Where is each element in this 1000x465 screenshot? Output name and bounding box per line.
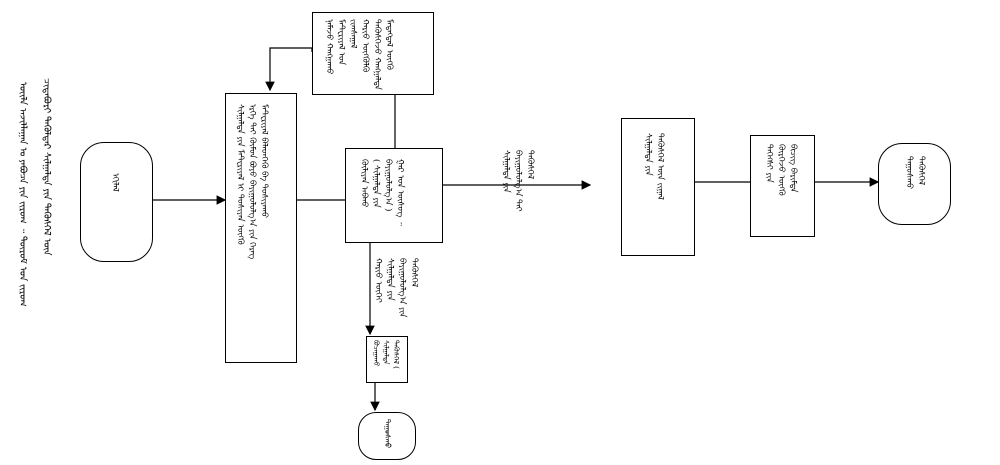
- edge-label-rejected: ᠬᠠᠷᠢᠤ ᠦᠭᠡᠢ ᠰᠢᠯᠭᠠᠯᠲᠠ ᠶᠢᠨ ᠪᠠᠶᠢᠭᠤᠯᠤᠯᠭ᠎ᠠ ᠶᠢᠨ…: [373, 258, 419, 318]
- supplement-materials-label: ᠨᠡᠮᠡᠵᠦ ᠬᠠᠩᠭᠠᠬᠤ ᠮᠠᠲ᠋ᠧᠷᠢᠶᠠᠯ ᠤᠨ ᠵᠢᠭᠰᠠᠭᠠᠯ ᠬᠠ…: [324, 19, 394, 90]
- submit-materials-label: ᠰᠢᠯᠭᠠᠯᠲᠠ ᠶᠢᠨ ᠮᠠᠲ᠋ᠧᠷᠢᠶᠠᠯ ᠢ ᠲᠤᠰᠢᠶᠠᠨ ᠦᠭᠬᠦ ᠡ…: [235, 104, 269, 260]
- start-node-label: ᠡᠬᠢᠯᠡᠯ: [110, 173, 120, 192]
- start-node: ᠡᠬᠢᠯᠡᠯ: [80, 142, 153, 262]
- reject-box: ᠪᠤᠴᠠᠭᠠᠬᠤ ᠰᠢᠯᠭᠠᠯᠲᠠ ᠲᠡᠭᠦᠰᠬᠡᠯ (: [366, 336, 408, 383]
- approve-label: ᠰᠢᠯᠭᠠᠯᠲᠠ ᠶᠢᠨ ᠲᠡᠭᠦᠰᠬᠡᠯ ᠦᠨ ᠵᠢᠭᠠᠯ: [643, 133, 665, 200]
- edge-label-approved: ᠰᠢᠯᠭᠠᠯᠲᠠ ᠶᠢᠨ ᠪᠠᠶᠢᠭᠤᠯᠤᠯᠭ᠎ᠠ ᠲᠠᠢ ᠲᠡᠭᠦᠰᠬᠡᠯ: [501, 150, 535, 212]
- diagram-title-line-2: ᠦᠢᠯᠡ ᠠᠵᠢᠯᠯᠠᠭᠠᠨ ᠤ ᠶᠠᠪᠤᠴᠠ ᠶᠢᠨ ᠵᠢᠷᠤᠭ ᠃ ᠳᠦᠷᠦ…: [17, 82, 28, 307]
- review-box: ᠬᠦᠯᠢᠶᠡᠨ ᠠᠪᠬᠤ ( ᠰᠢᠯᠭᠠᠯᠲᠠ ᠶᠢᠨ ᠪᠠᠶᠢᠭᠤᠯᠤᠯᠭ᠎ᠠ…: [345, 148, 443, 243]
- end-node-right: ᠳᠠᠭᠤᠰᠬᠤ ᠲᠡᠭᠦᠰᠬᠡᠯ: [878, 143, 951, 225]
- edge-supplement-submit: [265, 47, 313, 92]
- end-node-bottom-label: ᠳᠠᠭᠤᠰᠬᠤ: [383, 419, 392, 449]
- deliver-box: ᠳᠡᠭᠡᠭᠰᠢ ᠶᠢᠨ ᠬᠦᠷᠭᠡᠵᠦ ᠦᠭᠬᠦ ᠪᠢᠴᠢᠭ ᠪᠠᠷᠢᠮᠲᠠ: [750, 135, 815, 237]
- supplement-materials-box: ᠨᠡᠮᠡᠵᠦ ᠬᠠᠩᠭᠠᠬᠤ ᠮᠠᠲ᠋ᠧᠷᠢᠶᠠᠯ ᠤᠨ ᠵᠢᠭᠰᠠᠭᠠᠯ ᠬᠠ…: [312, 12, 434, 95]
- deliver-label: ᠳᠡᠭᠡᠭᠰᠢ ᠶᠢᠨ ᠬᠦᠷᠭᠡᠵᠦ ᠦᠭᠬᠦ ᠪᠢᠴᠢᠭ ᠪᠠᠷᠢᠮᠲᠠ: [764, 144, 798, 196]
- approve-box: ᠰᠢᠯᠭᠠᠯᠲᠠ ᠶᠢᠨ ᠲᠡᠭᠦᠰᠬᠡᠯ ᠦᠨ ᠵᠢᠭᠠᠯ: [621, 118, 695, 256]
- submit-materials-box: ᠰᠢᠯᠭᠠᠯᠲᠠ ᠶᠢᠨ ᠮᠠᠲ᠋ᠧᠷᠢᠶᠠᠯ ᠢ ᠲᠤᠰᠢᠶᠠᠨ ᠦᠭᠬᠦ ᠡ…: [225, 93, 297, 363]
- end-node-right-label: ᠳᠠᠭᠤᠰᠬᠤ ᠲᠡᠭᠦᠰᠬᠡᠯ: [904, 156, 926, 189]
- review-label: ᠬᠦᠯᠢᠶᠡᠨ ᠠᠪᠬᠤ ( ᠰᠢᠯᠭᠠᠯᠲᠠ ᠶᠢᠨ ᠪᠠᠶᠢᠭᠤᠯᠤᠯᠭ᠎ᠠ…: [359, 159, 405, 226]
- end-node-bottom: ᠳᠠᠭᠤᠰᠬᠤ: [358, 412, 416, 460]
- diagram-title-line-1: ᠴᠢᠳᠠᠪᠤᠷᠢ ᠲᠡᠭᠦᠯᠳᠡᠷ ᠰᠢᠯᠭᠠᠯᠲᠠ ᠶᠢᠨ ᠲᠡᠭᠦᠰᠬᠡᠯ …: [41, 78, 52, 256]
- reject-label: ᠪᠤᠴᠠᠭᠠᠬᠤ ᠰᠢᠯᠭᠠᠯᠲᠠ ᠲᠡᠭᠦᠰᠬᠡᠯ (: [372, 340, 400, 369]
